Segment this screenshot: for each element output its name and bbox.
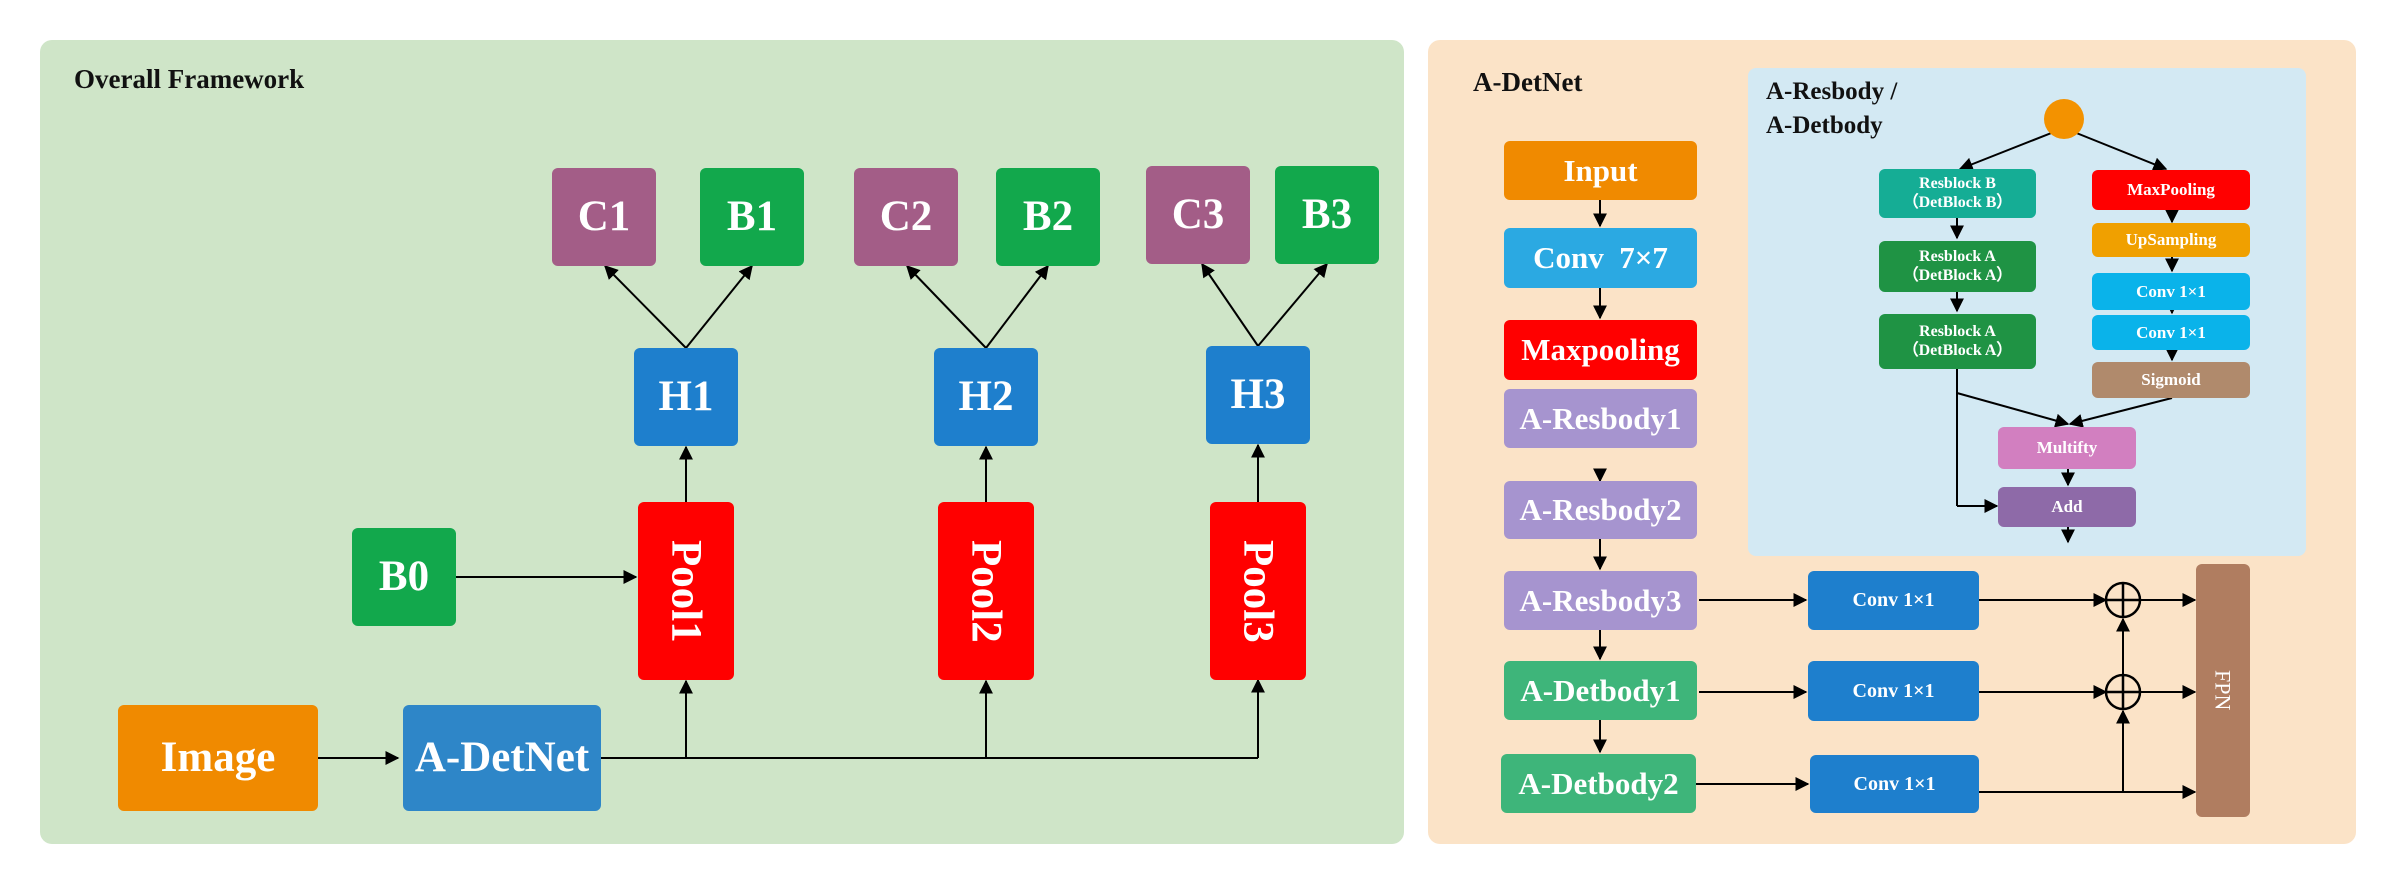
inset-resblock-a1-line1: Resblock A [1919, 248, 1996, 266]
b0-anchor-box: B0 [352, 528, 456, 626]
head-h2-box: H2 [934, 348, 1038, 446]
lateral-conv2-box: Conv 1×1 [1808, 661, 1979, 721]
head-h3-box: H3 [1206, 346, 1310, 444]
inset-sigmoid: Sigmoid [2092, 362, 2250, 398]
stack-resbody3-box: A-Resbody3 [1504, 571, 1697, 630]
inset-resblock-a2: Resblock A （DetBlock A） [1879, 314, 2036, 369]
pool1-box: Pool1 [638, 502, 734, 680]
inset-maxpooling: MaxPooling [2092, 170, 2250, 210]
adetnet-backbone-box: A-DetNet [403, 705, 601, 811]
inset-title-line1: A-Resbody / [1766, 78, 1898, 105]
pool2-box: Pool2 [938, 502, 1034, 680]
lateral-conv3-box: Conv 1×1 [1810, 755, 1979, 813]
inset-multifty: Multifty [1998, 427, 2136, 469]
class-c2-box: C2 [854, 168, 958, 266]
class-c3-box: C3 [1146, 166, 1250, 264]
inset-resblock-b-line2: （DetBlock B） [1902, 193, 2013, 211]
fpn-box: FPN [2196, 564, 2250, 817]
box-b2-box: B2 [996, 168, 1100, 266]
sum-node-1 [2104, 581, 2142, 619]
inset-add: Add [1998, 487, 2136, 527]
stack-input-box: Input [1504, 141, 1697, 200]
inset-upsampling: UpSampling [2092, 223, 2250, 257]
adetnet-panel-title: A-DetNet [1473, 67, 1583, 97]
inset-title-line2: A-Detbody [1766, 112, 1883, 139]
inset-resblock-b-line1: Resblock B [1919, 175, 1996, 193]
stack-detbody1-box: A-Detbody1 [1504, 661, 1697, 720]
pool3-box: Pool3 [1210, 502, 1306, 680]
head-h1-box: H1 [634, 348, 738, 446]
inset-resblock-a1-line2: （DetBlock A） [1902, 266, 2013, 284]
box-b1-box: B1 [700, 168, 804, 266]
inset-resblock-b: Resblock B （DetBlock B） [1879, 169, 2036, 218]
class-c1-box: C1 [552, 168, 656, 266]
box-b3-box: B3 [1275, 166, 1379, 264]
image-input-box: Image [118, 705, 318, 811]
inset-resblock-a2-line1: Resblock A [1919, 323, 1996, 341]
inset-resblock-a2-line2: （DetBlock A） [1902, 341, 2013, 359]
stack-detbody2-box: A-Detbody2 [1501, 754, 1696, 813]
inset-conv2: Conv 1×1 [2092, 315, 2250, 350]
inset-conv1: Conv 1×1 [2092, 273, 2250, 310]
stack-conv7-box: Conv 7×7 [1504, 228, 1697, 288]
lateral-conv1-box: Conv 1×1 [1808, 571, 1979, 630]
sum-node-2 [2104, 673, 2142, 711]
stack-resbody1-box: A-Resbody1 [1504, 389, 1697, 448]
stack-resbody2-box: A-Resbody2 [1504, 481, 1697, 539]
stack-maxpooling-box: Maxpooling [1504, 320, 1697, 380]
overall-framework-title: Overall Framework [74, 64, 305, 94]
inset-resblock-a1: Resblock A （DetBlock A） [1879, 241, 2036, 292]
input-node [2044, 99, 2084, 139]
inset-panel [1748, 68, 2306, 556]
